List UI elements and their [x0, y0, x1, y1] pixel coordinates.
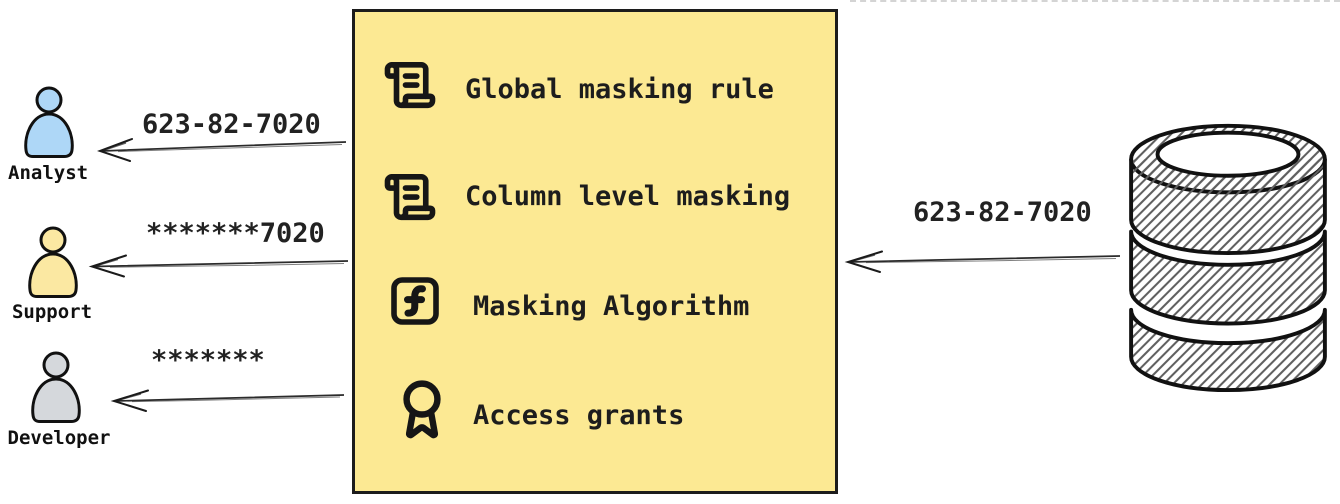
- top-dashed-line: [850, 0, 1340, 2]
- masking-item-label: Column level masking: [465, 181, 791, 212]
- arrow-database-to-box-icon: [844, 250, 1120, 273]
- scroll-text-icon: [384, 173, 436, 221]
- database-icon: [1129, 123, 1327, 393]
- arrow-label-analyst-value: 623-82-7020: [142, 109, 321, 140]
- arrow-label-support-value: *******7020: [146, 218, 325, 249]
- developer-user-icon: [31, 351, 81, 423]
- actor-label-developer: Developer: [7, 427, 111, 449]
- actor-label-support: Support: [11, 301, 93, 323]
- actor-label-analyst: Analyst: [8, 162, 89, 184]
- arrow-label-developer-value: *******: [151, 345, 265, 376]
- support-user-icon: [28, 226, 78, 298]
- arrow-to-support-icon: [88, 254, 348, 278]
- function-square-icon: [391, 277, 439, 325]
- award-icon: [403, 380, 441, 439]
- scroll-text-icon: [384, 61, 436, 109]
- arrow-to-analyst-icon: [97, 138, 347, 162]
- analyst-user-icon: [24, 86, 74, 158]
- masking-item-label: Masking Algorithm: [473, 291, 750, 322]
- masking-rules-panel: Global masking rule Column level masking…: [352, 9, 838, 494]
- masking-item-label: Access grants: [473, 400, 685, 431]
- masking-item-label: Global masking rule: [465, 74, 774, 105]
- arrow-label-database-value: 623-82-7020: [913, 197, 1092, 228]
- arrow-to-developer-icon: [110, 389, 344, 412]
